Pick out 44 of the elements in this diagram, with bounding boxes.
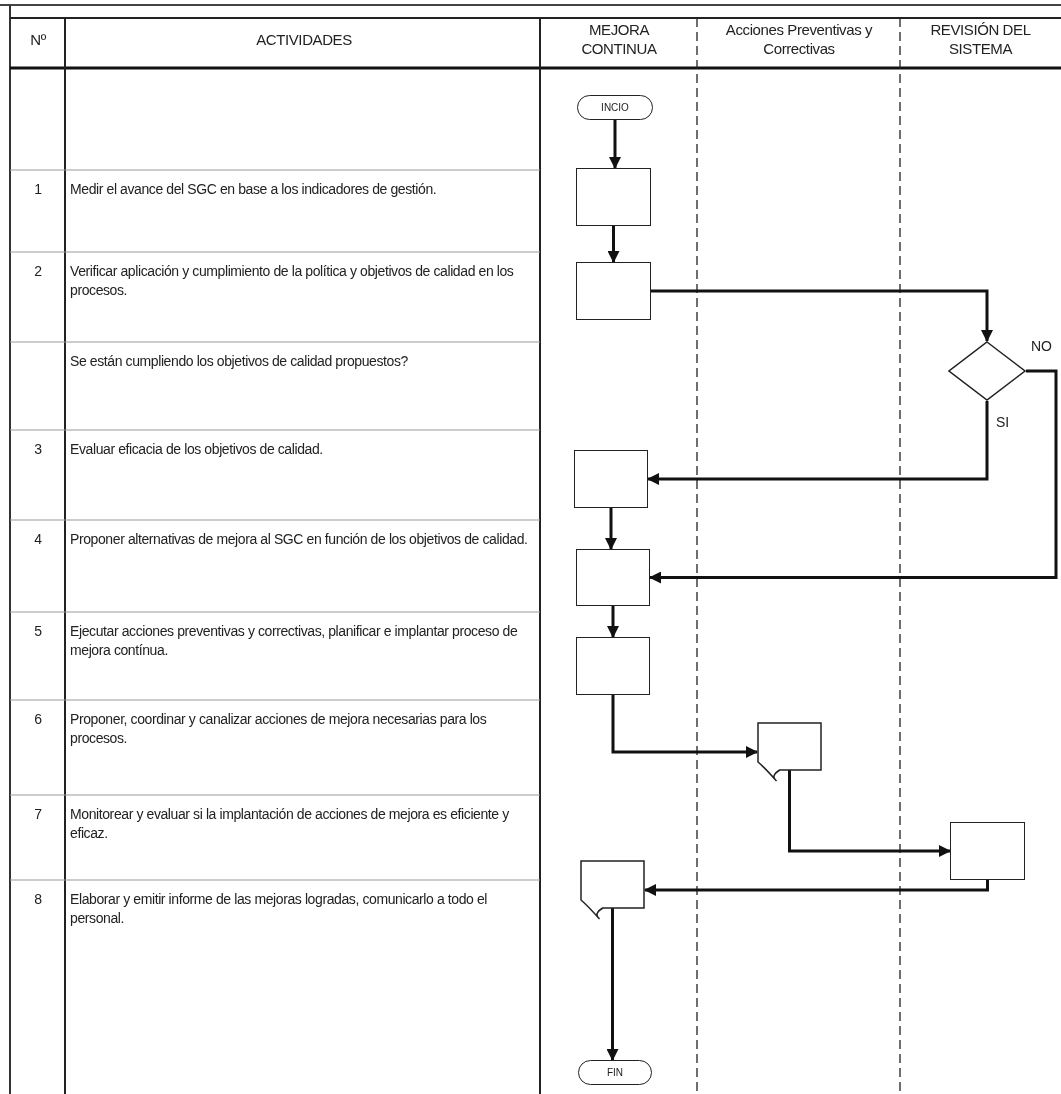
decision-diamond bbox=[948, 341, 1026, 401]
row-number: 2 bbox=[33, 262, 43, 281]
process-box bbox=[950, 822, 1025, 880]
row-number: 6 bbox=[33, 710, 43, 729]
activity-description: Evaluar eficacia de los objetivos de calidad. bbox=[70, 440, 324, 459]
row-number: 8 bbox=[33, 890, 43, 909]
process-box bbox=[576, 549, 650, 606]
arrow bbox=[611, 695, 758, 758]
activity-description: Monitorear y evaluar si la implantación de acciones de mejora es eficiente y eficaz. bbox=[70, 805, 510, 843]
activity-description: Ejecutar acciones preventivas y correctivas, planificar e implantar proceso de mejora contínua. bbox=[70, 622, 519, 660]
arrow bbox=[644, 880, 989, 896]
question-text: Se están cumpliendo los objetivos de calidad propuestos? bbox=[70, 352, 409, 371]
edge-label: SI bbox=[995, 414, 1011, 430]
arrow bbox=[788, 770, 951, 857]
arrow bbox=[651, 289, 993, 342]
document-shape bbox=[580, 860, 645, 920]
arrow bbox=[649, 369, 1058, 584]
process-box bbox=[576, 637, 650, 695]
arrow bbox=[606, 908, 619, 1061]
column-header: REVISIÓN DEL SISTEMA bbox=[929, 20, 1032, 58]
activity-description: Proponer alternativas de mejora al SGC en función de los objetivos de calidad. bbox=[70, 530, 529, 549]
arrow bbox=[605, 508, 617, 550]
column-header: Acciones Preventivas y Correctivas bbox=[724, 20, 874, 58]
activity-description: Elaborar y emitir informe de las mejoras logradas, comunicarlo a todo el personal. bbox=[70, 890, 489, 928]
row-number: 4 bbox=[33, 530, 43, 549]
arrow bbox=[607, 226, 620, 263]
column-header: ACTIVIDADES bbox=[255, 30, 353, 49]
process-box bbox=[576, 168, 651, 226]
process-box bbox=[574, 450, 648, 508]
arrow bbox=[647, 401, 989, 485]
edge-label: NO bbox=[1030, 338, 1053, 354]
activity-description: Medir el avance del SGC en base a los indicadores de gestión. bbox=[70, 180, 438, 199]
row-number: 5 bbox=[33, 622, 43, 641]
column-header: Nº bbox=[29, 30, 47, 49]
row-number: 1 bbox=[33, 180, 43, 199]
arrow bbox=[607, 606, 619, 638]
arrow bbox=[609, 120, 621, 169]
document-shape bbox=[757, 722, 822, 782]
row-number: 7 bbox=[33, 805, 43, 824]
process-box bbox=[576, 262, 651, 320]
column-header: MEJORA CONTINUA bbox=[580, 20, 658, 58]
activity-description: Proponer, coordinar y canalizar acciones de mejora necesarias para los procesos. bbox=[70, 710, 488, 748]
row-number: 3 bbox=[33, 440, 43, 459]
activity-description: Verificar aplicación y cumplimiento de la política y objetivos de calidad en los procesos. bbox=[70, 262, 515, 300]
